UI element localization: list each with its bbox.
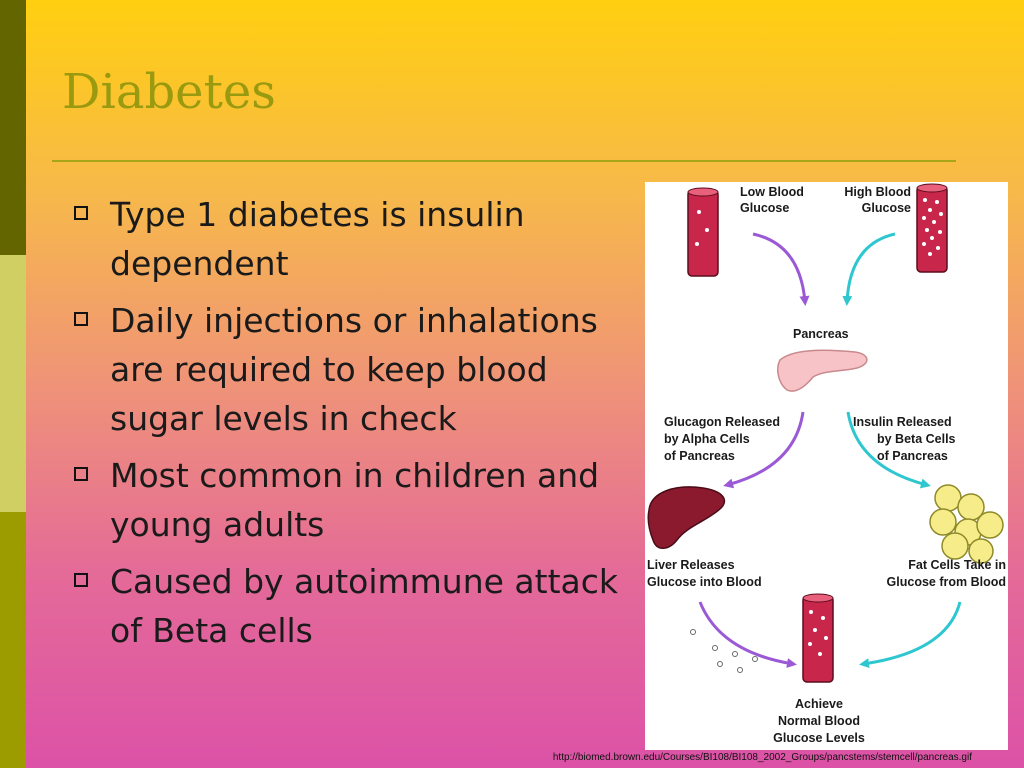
bullet-text: Caused by autoimmune attack of Beta cell… [110,562,619,650]
pancreas-icon [777,349,868,392]
low-to-pancreas-arrow [752,232,810,306]
glucose-particles-icon [690,629,758,673]
liver-label: Glucose into Blood [647,575,762,589]
fat-cells-icon [929,484,1004,564]
bullet-text: Type 1 diabetes is insulin dependent [110,195,525,283]
fat-to-normal-arrow [859,601,962,669]
glucagon-arrow [723,411,805,489]
high-to-pancreas-arrow [842,232,896,306]
liver-icon [647,486,726,549]
square-bullet-icon [74,467,88,481]
bullet-text: Most common in children and young adults [110,456,600,544]
liver-label: Liver Releases [647,558,735,572]
bullet-item: Most common in children and young adults [74,451,644,549]
high-blood-glucose-label: High Blood [844,185,911,199]
fat-cells-label: Glucose from Blood [887,575,1006,589]
achieve-label: Glucose Levels [773,731,865,745]
insulin-label: Insulin Released [853,415,952,429]
insulin-label: by Beta Cells [877,432,956,446]
title-divider [52,160,956,162]
low-blood-vial-icon [687,187,719,277]
square-bullet-icon [74,206,88,220]
bullet-text: Daily injections or inhalations are requ… [110,301,598,438]
normal-blood-vial-icon [802,593,834,683]
glucagon-label: by Alpha Cells [664,432,750,446]
low-blood-glucose-label: Low Blood [740,185,804,199]
bullet-item: Type 1 diabetes is insulin dependent [74,190,644,288]
glucagon-label: of Pancreas [664,449,735,463]
low-blood-glucose-label: Glucose [740,201,789,215]
high-blood-glucose-label: Glucose [862,201,911,215]
high-blood-vial-icon [916,183,948,273]
fat-cells-label: Fat Cells Take in [908,558,1006,572]
achieve-label: Normal Blood [778,714,860,728]
achieve-label: Achieve [795,697,843,711]
insulin-label: of Pancreas [877,449,948,463]
left-accent-bar-bottom [0,512,26,768]
square-bullet-icon [74,573,88,587]
left-accent-bar-top [0,0,26,255]
insulin-arrow [846,411,931,489]
liver-to-normal-arrow [698,601,797,668]
square-bullet-icon [74,312,88,326]
image-source-url: http://biomed.brown.edu/Courses/BI108/BI… [552,752,972,763]
bullet-list: Type 1 diabetes is insulin dependent Dai… [74,190,644,663]
pancreas-label: Pancreas [793,327,849,341]
glucose-regulation-diagram: Low Blood Glucose High Blood Glucose Pan… [645,182,1008,750]
bullet-item: Daily injections or inhalations are requ… [74,296,644,443]
slide-title: Diabetes [62,64,276,120]
glucagon-label: Glucagon Released [664,415,780,429]
left-accent-bar-middle [0,255,26,512]
bullet-item: Caused by autoimmune attack of Beta cell… [74,557,644,655]
